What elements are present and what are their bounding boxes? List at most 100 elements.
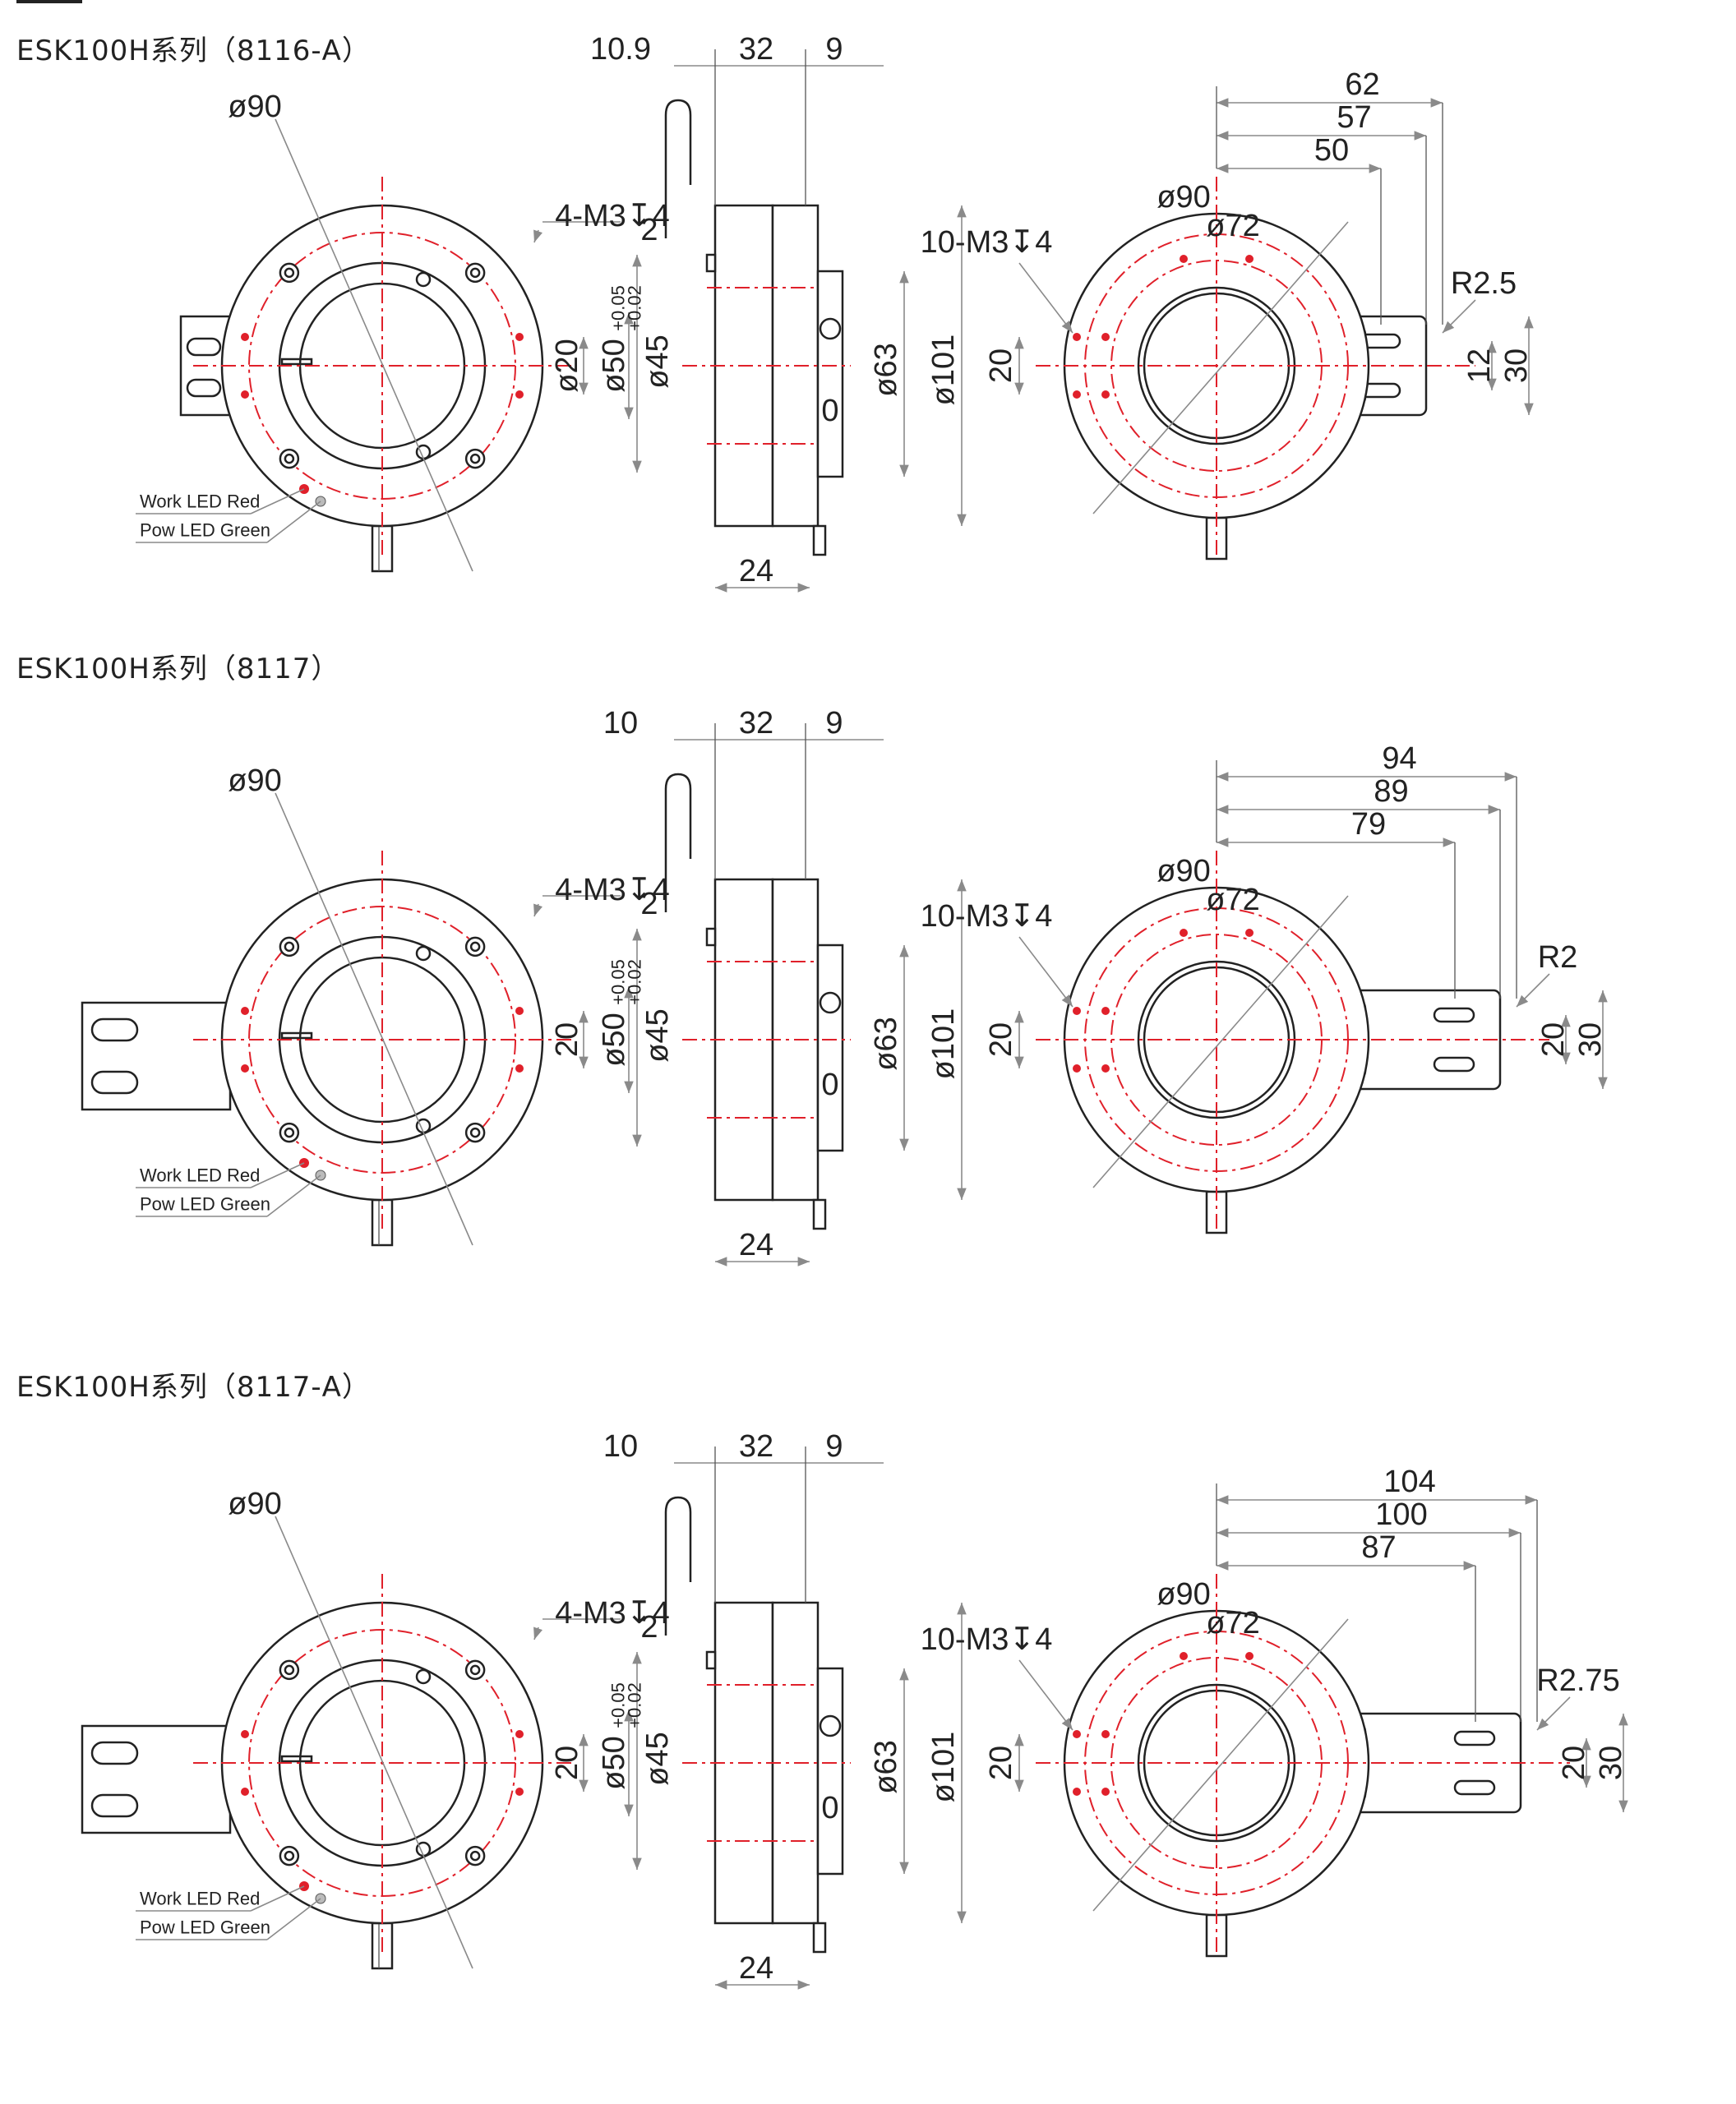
thread-hole-icon [241, 390, 249, 399]
back-diag [1092, 895, 1349, 1188]
screw-inner [469, 1127, 481, 1138]
side-d101-label: ø101 [926, 1008, 961, 1080]
screw-inner [284, 1127, 295, 1138]
led-leader [266, 1898, 321, 1940]
side-nut [705, 253, 717, 273]
side-gap-label: 2 [640, 213, 658, 247]
side-w1-label: 10 [603, 706, 638, 741]
led-red-label: Work LED Red [140, 1165, 260, 1186]
thread-hole-icon [1245, 1652, 1254, 1660]
m3-leader [533, 229, 543, 243]
back-top-label: 104 [1383, 1465, 1435, 1499]
back-top-label: 94 [1382, 741, 1416, 776]
back-d90-label: ø90 [1157, 180, 1210, 215]
pin-icon [415, 1668, 432, 1685]
led-leader [266, 1174, 321, 1217]
thread-hole-icon [515, 1730, 524, 1738]
corner-screw-icon [279, 1845, 300, 1866]
bracket-slot [1453, 1730, 1496, 1746]
front-m3-label: 4-M3↧4 [555, 199, 670, 233]
back-diag [1092, 221, 1349, 514]
section-title-8116a: ESK100H系列（8116-A） [16, 35, 371, 67]
back-h30-label: 30 [1594, 1746, 1628, 1780]
m3-leader [1018, 936, 1073, 1008]
pin-stub [812, 524, 827, 556]
slot-label: 0 [821, 1068, 838, 1102]
side-bottom-label: 24 [739, 554, 773, 588]
back-d90-label: ø90 [1157, 1577, 1210, 1612]
encoder-cap [816, 270, 844, 478]
thread-hole-icon [1073, 1064, 1081, 1073]
slot-icon [819, 1714, 842, 1737]
back-m3-label: 10-M3↧4 [921, 1622, 1053, 1657]
thread-hole-icon [1073, 390, 1081, 399]
thread-hole-icon [241, 333, 249, 341]
m3-leader [1018, 262, 1073, 334]
thread-hole-icon [241, 1007, 249, 1015]
back-radius-label: R2 [1538, 940, 1578, 975]
cable-hook [664, 1496, 692, 1636]
side-w1-label: 10.9 [590, 32, 651, 67]
back-h30-label: 30 [1499, 348, 1534, 383]
side-gap-label: 2 [640, 1610, 658, 1645]
thread-hole-icon [515, 390, 524, 399]
radius-leader [1536, 1696, 1571, 1731]
thread-hole-icon [515, 333, 524, 341]
corner-screw-icon [279, 936, 300, 957]
m3-leader [533, 1626, 543, 1640]
bracket-slot [186, 378, 222, 398]
screw-inner [469, 453, 481, 464]
front-m3-label: 4-M3↧4 [555, 873, 670, 907]
side-d101-label: ø101 [926, 335, 961, 406]
pin-icon [415, 271, 432, 288]
m3-leader [533, 903, 543, 917]
thread-hole-icon [1101, 333, 1110, 341]
thread-hole-icon [1245, 929, 1254, 937]
front-d50-label: ø50 [597, 1013, 631, 1066]
side-w3-label: 9 [825, 1429, 843, 1464]
side-nut [705, 1650, 717, 1670]
screw-inner [284, 267, 295, 279]
side-d63-label: ø63 [869, 1740, 903, 1793]
corner-screw-icon [464, 448, 486, 469]
front-d90-label: ø90 [228, 764, 281, 798]
thread-hole-icon [1101, 1730, 1110, 1738]
thread-hole-icon [1101, 1007, 1110, 1015]
back-h20-label: 20 [984, 1746, 1018, 1780]
section-title-8117a: ESK100H系列（8117-A） [16, 1371, 371, 1404]
bracket-slot [1453, 1779, 1496, 1796]
back-h20-label: 20 [984, 348, 1018, 383]
thread-hole-icon [1180, 1652, 1188, 1660]
thread-hole-icon [1073, 1730, 1081, 1738]
thread-hole-icon [1073, 1788, 1081, 1796]
encoder-cap [816, 1667, 844, 1876]
side-w1-label: 10 [603, 1429, 638, 1464]
cable-hook [664, 99, 692, 238]
diameter-leader [275, 792, 473, 1246]
encoder-cap [816, 944, 844, 1152]
back-d90-label: ø90 [1157, 854, 1210, 888]
front-d20-label: ø20 [550, 339, 584, 392]
corner-screw-icon [279, 448, 300, 469]
tol-up-label: +0.05 [608, 1682, 629, 1728]
side-d45-label: ø45 [640, 1008, 675, 1062]
thread-hole-icon [241, 1064, 249, 1073]
back-top-label: 50 [1314, 133, 1349, 168]
led-green-label: Pow LED Green [140, 520, 270, 541]
bracket-slot [90, 1017, 139, 1042]
back-h12-label: 20 [1557, 1746, 1591, 1780]
back-h20-label: 20 [984, 1022, 1018, 1057]
clamp-slit [280, 358, 313, 366]
clamp-slit [280, 1755, 313, 1763]
thread-hole-icon [241, 1730, 249, 1738]
bracket-slot [1433, 1056, 1475, 1073]
screw-inner [284, 453, 295, 464]
back-top-label: 62 [1345, 67, 1379, 102]
led-leader [250, 488, 305, 514]
led-red-label: Work LED Red [140, 491, 260, 512]
bracket-slot [90, 1793, 139, 1818]
side-w2-label: 32 [739, 1429, 773, 1464]
